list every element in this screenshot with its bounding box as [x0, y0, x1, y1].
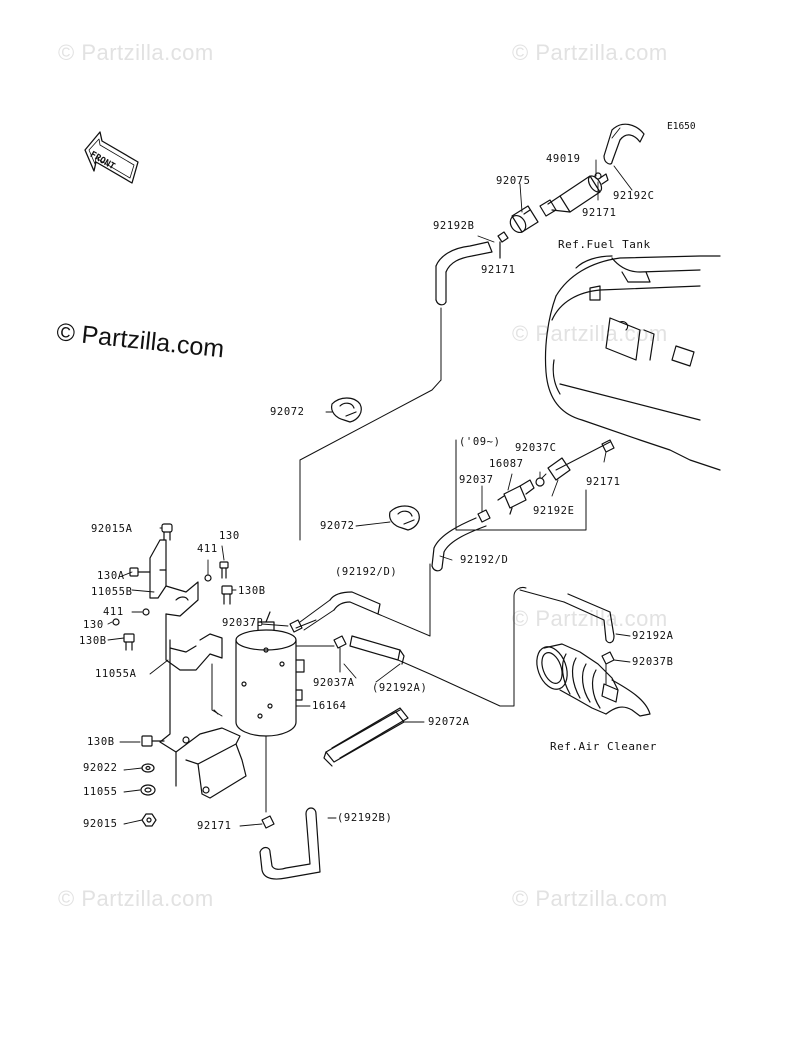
clip-92037a: [333, 635, 347, 673]
watermark-mid-right: © Partzilla.com: [512, 321, 668, 346]
bolt-92015a: [161, 523, 173, 541]
label-16087: 16087: [489, 458, 524, 470]
label-92192d: 92192/D: [460, 554, 509, 566]
label-92037: 92037: [459, 474, 494, 486]
label-92171-mid: 92171: [481, 264, 516, 276]
nut-92015: [141, 813, 157, 827]
fuel-filter-49019: [539, 172, 609, 217]
clamp-92075: [509, 205, 539, 234]
clamp-92072a: [323, 707, 409, 767]
label-92192e: 92192E: [533, 505, 575, 517]
washer-411-mid: [142, 608, 150, 616]
washer-92022: [141, 763, 155, 773]
clip-92037: [477, 509, 491, 523]
label-92015a: 92015A: [91, 523, 133, 535]
leader-92192b: [299, 379, 442, 541]
label-92192a: 92192A: [632, 630, 674, 642]
hose-92192b-top: [435, 241, 493, 381]
label-11055b: 11055B: [91, 586, 133, 598]
hose-92192a-right: [519, 589, 615, 644]
label-411-mid: 411: [103, 606, 124, 618]
label-92171-right: 92171: [586, 476, 621, 488]
bracket-11055: [159, 639, 247, 799]
label-130b-left: 130B: [79, 635, 107, 647]
bolt-130-top: [219, 561, 229, 579]
label-92192b-top: 92192B: [433, 220, 475, 232]
clamp-92171-top: [497, 231, 509, 259]
label-130a: 130A: [97, 570, 125, 582]
label-92192c: 92192C: [613, 190, 655, 202]
label-130b-bottom: 130B: [87, 736, 115, 748]
washer-11055: [140, 784, 156, 796]
label-92192d-paren: (92192/D): [335, 566, 398, 578]
bolt-130a: [129, 567, 151, 577]
washer-411-top: [204, 574, 212, 582]
label-92037b-left: 92037B: [222, 617, 264, 629]
watermark-top-left: © Partzilla.com: [58, 40, 214, 65]
label-92171-top: 92171: [582, 207, 617, 219]
label-49019: 49019: [546, 153, 581, 165]
label-92072-top: 92072: [270, 406, 305, 418]
label-411-top: 411: [197, 543, 218, 555]
label-130-top: 130: [219, 530, 240, 542]
label-92037b-right: 92037B: [632, 656, 674, 668]
air-cleaner-boot: [536, 643, 651, 717]
clip-92037c: [535, 477, 545, 487]
leader-lines: [107, 127, 633, 827]
clip-92037b-left: [289, 619, 303, 633]
bolt-130b-bottom: [141, 735, 165, 747]
label-130b-right: 130B: [238, 585, 266, 597]
hose-92192e: [547, 457, 571, 481]
ref-fuel-tank: Ref.Fuel Tank: [558, 238, 651, 251]
watermark-top-right: © Partzilla.com: [512, 40, 668, 65]
bracket-11055b: [149, 539, 223, 671]
label-92192a-paren: (92192A): [372, 682, 428, 694]
label-92192b-paren: (92192B): [337, 812, 393, 824]
diagram-code: E1650: [667, 121, 696, 132]
ref-air-cleaner: Ref.Air Cleaner: [550, 740, 657, 753]
clamp-92072-top: [331, 397, 362, 423]
valve-group-box: [455, 439, 587, 531]
label-92075: 92075: [496, 175, 531, 187]
clamp-92072-mid: [389, 505, 420, 531]
hose-92192a-lower: [349, 587, 527, 707]
label-92022: 92022: [83, 762, 118, 774]
watermark-bottom-right: © Partzilla.com: [512, 886, 668, 911]
hose-92192b-bottom: [259, 807, 321, 880]
hose-92192d-lower: [299, 563, 431, 637]
bolt-130b-right: [221, 585, 233, 605]
clamp-92171-bottom: [261, 815, 275, 829]
hose-92192c: [603, 123, 645, 165]
hose-92192d: [431, 517, 487, 572]
label-92037c: 92037C: [515, 442, 557, 454]
leader-92171-tank: [555, 441, 611, 471]
label-11055: 11055: [83, 786, 118, 798]
label-92072-mid: 92072: [320, 520, 355, 532]
label-92015: 92015: [83, 818, 118, 830]
front-arrow-icon: [84, 131, 139, 184]
label-130-mid: 130: [83, 619, 104, 631]
label-16164: 16164: [312, 700, 347, 712]
watermark-bottom-left: © Partzilla.com: [58, 886, 214, 911]
canister-16164: [235, 611, 335, 813]
valve-16087: [497, 479, 535, 515]
label-92037a: 92037A: [313, 677, 355, 689]
label-92171-bottom: 92171: [197, 820, 232, 832]
watermark-lower-right: © Partzilla.com: [512, 606, 668, 631]
label-11055a: 11055A: [95, 668, 137, 680]
label-09: ('09~): [459, 436, 501, 448]
bolt-130b-left: [123, 633, 135, 651]
label-92072a: 92072A: [428, 716, 470, 728]
bolt-130-mid: [112, 618, 120, 626]
fuel-tank-outline: [544, 255, 721, 471]
clamp-92171-right: [601, 439, 615, 453]
